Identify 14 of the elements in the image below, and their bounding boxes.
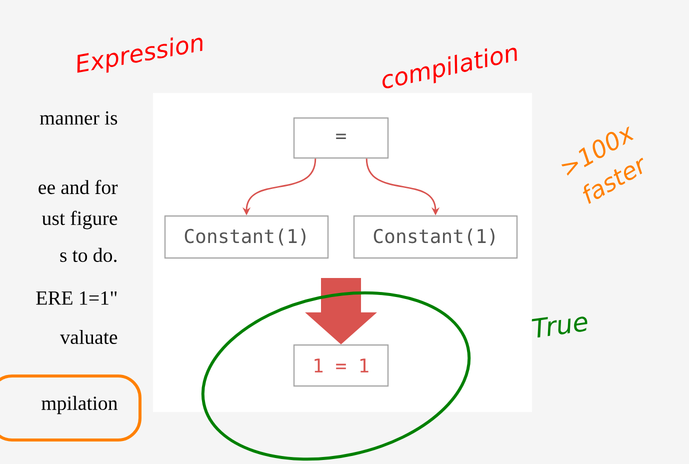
- tree-node-box: =: [293, 117, 389, 159]
- body-text: manner is: [40, 111, 118, 125]
- body-text: mpilation: [42, 396, 118, 414]
- body-text: ust figure: [42, 210, 118, 230]
- tree-node-box: Constant(1): [353, 215, 518, 259]
- tree-node-box: Constant(1): [164, 215, 329, 259]
- body-text: s to do.: [60, 248, 116, 262]
- body-text: valuate: [60, 330, 118, 344]
- body-text: ee and for: [38, 180, 118, 194]
- block-arrow: [305, 278, 377, 344]
- body-text: ERE 1=1": [36, 291, 117, 305]
- handwritten-note: True: [532, 316, 588, 338]
- tree-node-box: 1 = 1: [293, 344, 389, 387]
- handwritten-note: Expression: [77, 37, 202, 73]
